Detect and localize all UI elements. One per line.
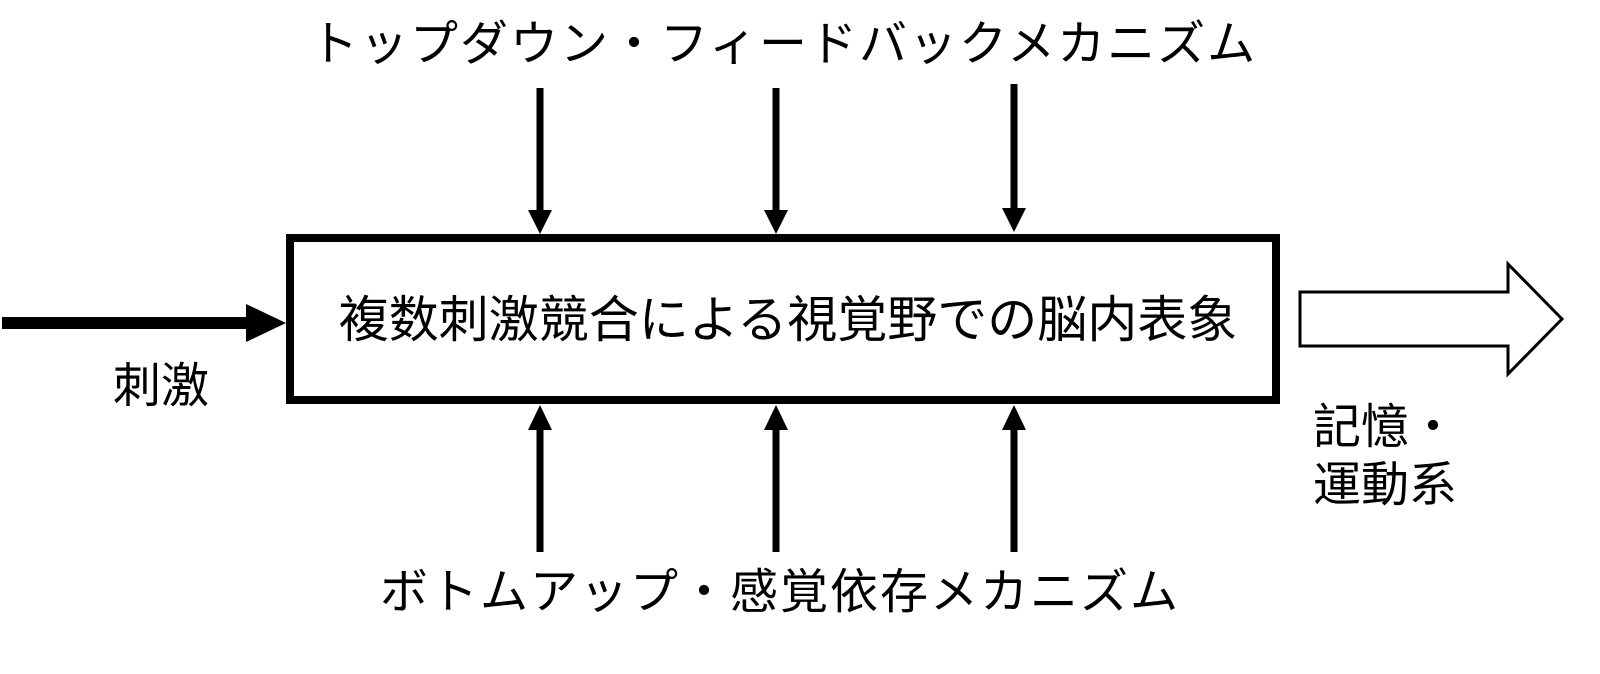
top-down-mechanism-label: トップダウン・フィードバックメカニズム xyxy=(310,16,1258,72)
output-label-line-1: 記憶・ xyxy=(1313,399,1458,455)
input-stimulus-label: 刺激 xyxy=(113,358,210,414)
bottom-up-arrows xyxy=(528,405,1026,552)
bottom-up-arrow-head xyxy=(528,405,552,430)
bottom-up-arrow-head xyxy=(1002,405,1026,430)
top-down-arrows xyxy=(528,84,1026,234)
output-block-arrow xyxy=(1298,260,1565,378)
central-process-label: 複数刺激競合による視覚野での脳内表象 xyxy=(338,291,1238,349)
bottom-up-mechanism-label: ボトムアップ・感覚依存メカニズム xyxy=(380,564,1181,620)
top-down-arrow-head xyxy=(528,210,552,234)
input-arrow-head xyxy=(246,304,286,342)
top-down-arrow-head xyxy=(764,210,788,234)
bottom-up-arrow-head xyxy=(764,405,788,430)
output-label-line-2: 運動系 xyxy=(1313,457,1458,513)
top-down-arrow-head xyxy=(1002,208,1026,232)
output-label: 記憶・ 運動系 xyxy=(1313,398,1457,514)
central-process-box xyxy=(286,234,1280,404)
